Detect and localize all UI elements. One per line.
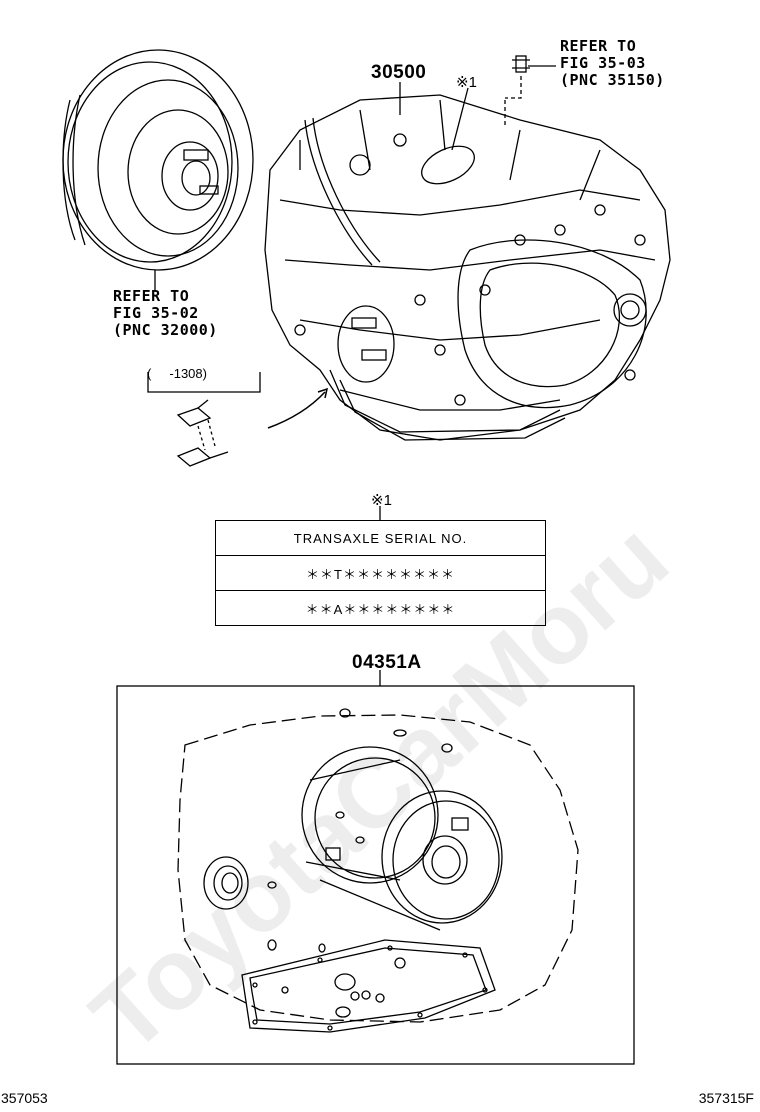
overhaul-kit-frame <box>116 685 635 1065</box>
footer-left-code: 357053 <box>1 1090 48 1106</box>
pnc-04351a-label[interactable]: 04351A <box>352 652 422 673</box>
refer-fig-35-03-label[interactable]: REFER TO FIG 35-03 (PNC 35150) <box>560 37 665 89</box>
torque-converter-illustration <box>62 49 254 271</box>
o-rings-illustration <box>267 708 453 1018</box>
table-mark-label: ※1 <box>371 492 392 509</box>
footer-right-code: 357315F <box>698 1090 754 1106</box>
bolt-35150-illustration <box>504 55 556 125</box>
pnc-30500-label[interactable]: 30500 <box>371 62 427 83</box>
refer-fig-35-02-label[interactable]: REFER TO FIG 35-02 (PNC 32000) <box>113 287 218 339</box>
serial-table-header: TRANSAXLE SERIAL NO. <box>215 520 546 556</box>
transaxle-serial-table: TRANSAXLE SERIAL NO. ＊＊T＊＊＊＊＊＊＊＊ ＊＊A＊＊＊＊… <box>215 520 546 626</box>
serial-table-row-a: ＊＊A＊＊＊＊＊＊＊＊ <box>215 590 546 626</box>
stud-bolts-illustration <box>147 372 261 467</box>
oil-seal-illustration <box>203 856 249 910</box>
gasket-outline <box>177 714 579 1023</box>
oil-pump-illustration <box>301 746 503 931</box>
serial-mark-label: ※1 <box>456 74 477 91</box>
serial-table-row-t: ＊＊T＊＊＊＊＊＊＊＊ <box>215 555 546 591</box>
date-range-label: ( -1308) <box>147 366 207 381</box>
pan-gasket-illustration <box>241 939 496 1033</box>
transaxle-illustration <box>264 94 671 441</box>
